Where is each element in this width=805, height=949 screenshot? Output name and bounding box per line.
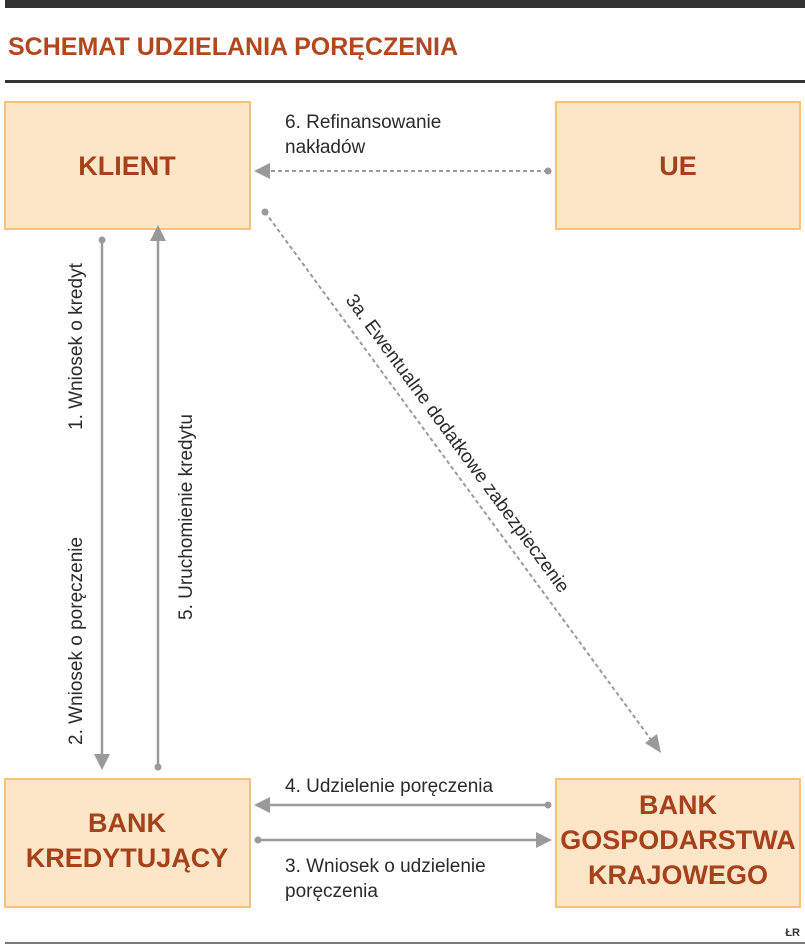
edge-5-label: 5. Uruchomienie kredytu (176, 414, 197, 620)
title-rule (5, 80, 805, 83)
edge-6-label-line1: 6. Refinansowanie (285, 112, 441, 133)
credit-label: ŁR (785, 927, 800, 939)
edge-4-label: 4. Udzielenie poręczenia (285, 776, 494, 797)
node-bank-kredytujacy: BANK KREDYTUJĄCY (4, 778, 251, 908)
node-ue-label: UE (659, 151, 697, 181)
edge-1-label: 1. Wniosek o kredyt (66, 262, 87, 430)
node-bgk: BANK GOSPODARSTWA KRAJOWEGO (555, 778, 801, 908)
edge-3-arrow (254, 832, 552, 848)
edge-5-arrow (150, 225, 166, 771)
node-bank-kredytujacy-line1: BANK (88, 808, 166, 838)
edge-6-arrow (254, 163, 552, 179)
bottom-rule (5, 942, 805, 944)
top-rule (5, 0, 805, 8)
node-bgk-line3: KRAJOWEGO (588, 860, 768, 890)
node-bank-kredytujacy-line2: KREDYTUJĄCY (26, 843, 229, 873)
edge-1-2-arrow (94, 236, 110, 770)
edge-6-label-line2: nakładów (285, 137, 366, 158)
node-ue: UE (555, 101, 801, 230)
edge-3a-arrow (261, 208, 661, 753)
edge-3a-label: 3a. Ewentualne dodatkowe zabezpieczenie (341, 291, 573, 597)
edge-3-label-line1: 3. Wniosek o udzielenie (285, 856, 486, 877)
node-klient: KLIENT (4, 101, 251, 230)
node-klient-label: KLIENT (78, 151, 176, 181)
diagram-title: SCHEMAT UDZIELANIA PORĘCZENIA (8, 33, 458, 61)
edge-4-arrow (254, 797, 552, 813)
edge-2-label: 2. Wniosek o poręczenie (66, 537, 87, 745)
node-bgk-line1: BANK (639, 790, 717, 820)
edge-3-label-line2: poręczenia (285, 881, 378, 902)
node-bgk-line2: GOSPODARSTWA (560, 825, 796, 855)
